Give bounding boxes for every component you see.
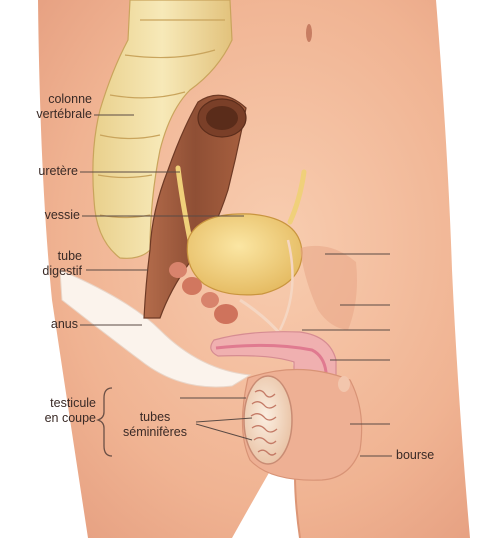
label-tubes-line1: tubes xyxy=(112,410,198,425)
label-tube-line2: digestif xyxy=(2,264,82,279)
bladder xyxy=(187,214,302,295)
label-vessie: vessie xyxy=(2,208,80,223)
label-colonne-line1: colonne xyxy=(2,92,92,107)
label-tubes-seminiferes: tubes séminifères xyxy=(112,410,198,440)
testicle xyxy=(244,376,292,464)
label-colonne-line2: vertébrale xyxy=(2,107,92,122)
label-tubes-line2: séminifères xyxy=(112,425,198,440)
label-colonne-vertebrale: colonne vertébrale xyxy=(2,92,92,122)
label-testicule-en-coupe: testicule en coupe xyxy=(2,396,96,426)
label-testicule-line1: testicule xyxy=(2,396,96,411)
label-tube-line1: tube xyxy=(2,249,82,264)
label-bourse: bourse xyxy=(396,448,434,463)
label-tube-digestif: tube digestif xyxy=(2,249,82,279)
label-uretere: uretère xyxy=(2,164,78,179)
label-testicule-line2: en coupe xyxy=(2,411,96,426)
testicle-right xyxy=(338,376,350,392)
navel xyxy=(306,24,312,42)
label-anus: anus xyxy=(2,317,78,332)
